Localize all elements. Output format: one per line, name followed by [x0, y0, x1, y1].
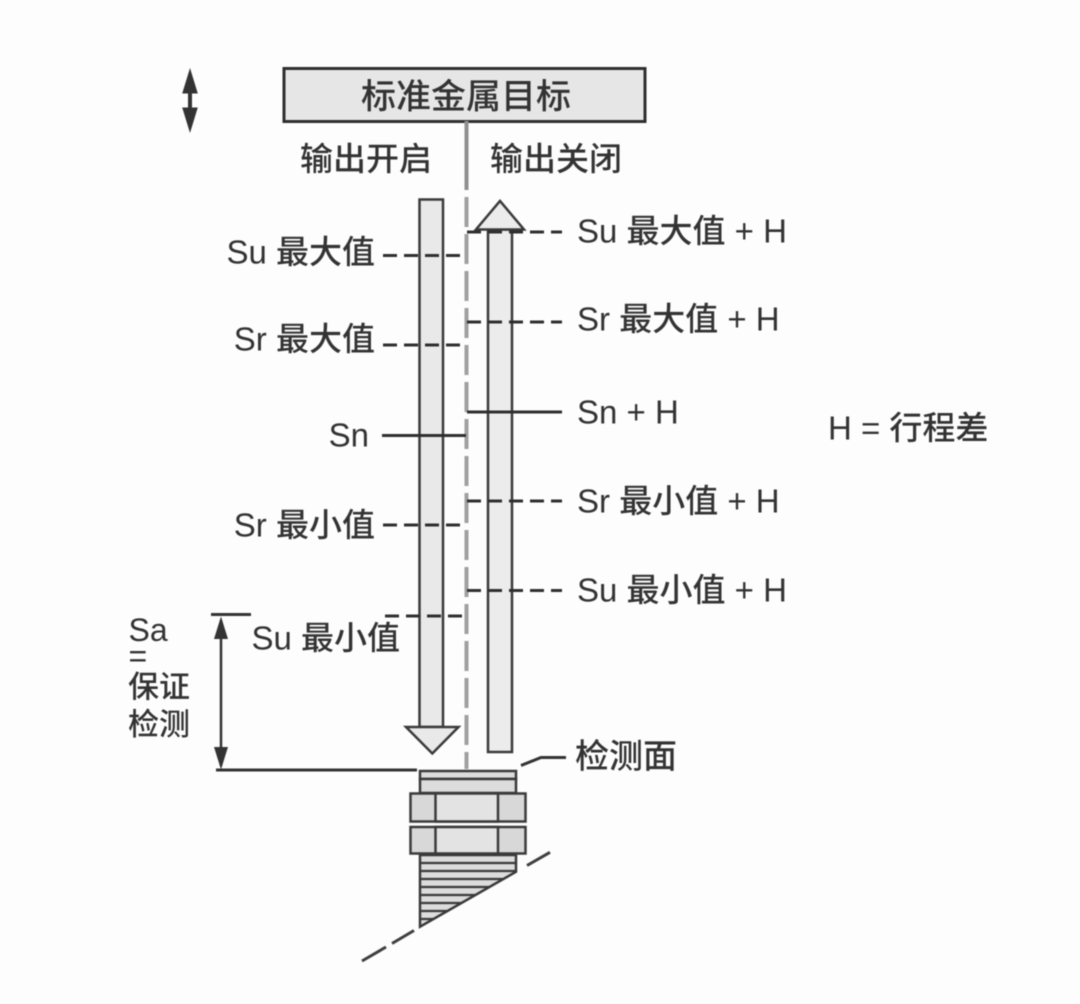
- svg-text:+ H: + H: [726, 572, 787, 609]
- svg-text:Su: Su: [227, 234, 277, 271]
- svg-text:Sn: Sn: [329, 417, 369, 454]
- svg-text:H =: H =: [828, 410, 889, 447]
- svg-text:+ H: + H: [726, 213, 787, 250]
- svg-text:Su: Su: [577, 572, 627, 609]
- svg-text:Sa: Sa: [129, 612, 168, 648]
- svg-text:+ H: + H: [718, 483, 779, 520]
- svg-text:Sr: Sr: [234, 507, 276, 544]
- svg-text:Su: Su: [577, 213, 627, 250]
- svg-text:Sr: Sr: [577, 301, 619, 338]
- svg-text:=: =: [129, 638, 148, 674]
- svg-text:Sn + H: Sn + H: [577, 394, 679, 431]
- svg-text:Su: Su: [252, 620, 302, 657]
- svg-text:Sr: Sr: [577, 483, 619, 520]
- svg-text:Sr: Sr: [234, 321, 276, 358]
- svg-text:+ H: + H: [718, 301, 779, 338]
